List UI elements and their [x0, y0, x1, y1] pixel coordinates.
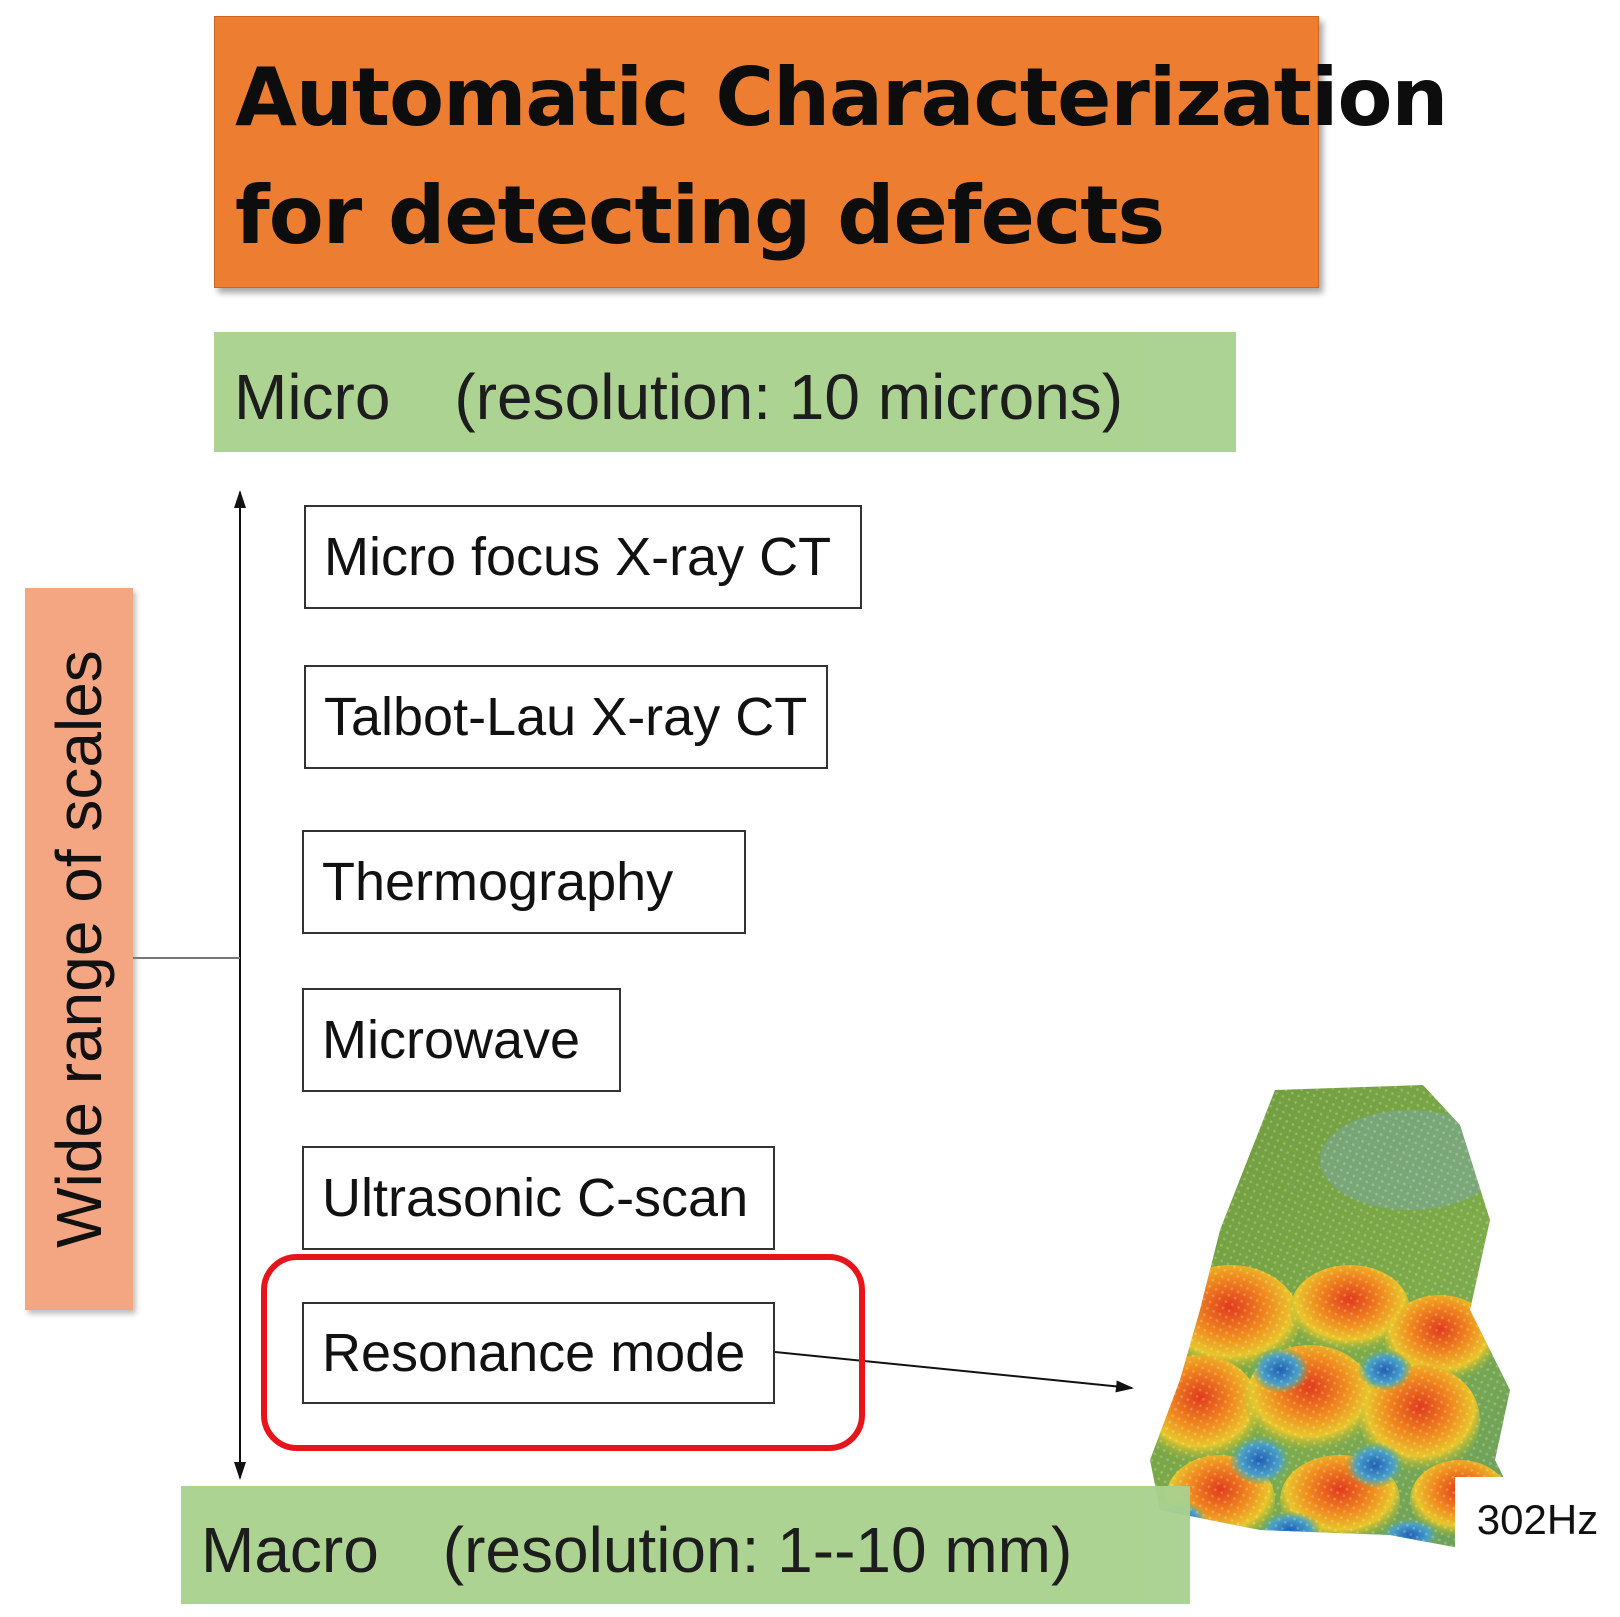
macro-band: Macro (resolution: 1--10 mm) [181, 1486, 1190, 1604]
micro-band: Micro (resolution: 10 microns) [214, 332, 1236, 452]
resonance-highlight-frame [261, 1254, 865, 1451]
title-line-1: Automatic Characterization [235, 51, 1448, 144]
title-box: Automatic Characterization for detecting… [214, 16, 1448, 288]
resonance-arrow [774, 1351, 1134, 1393]
method-ultrasonic-c-scan: Ultrasonic C-scan [302, 1146, 775, 1250]
method-micro-focus-xray-ct: Micro focus X-ray CT [304, 505, 862, 609]
method-microwave: Microwave [302, 988, 621, 1092]
scale-label-box [25, 588, 133, 1310]
title-line-2: for detecting defects [235, 169, 1165, 262]
method-thermography: Thermography [302, 830, 746, 934]
method-talbot-lau-xray-ct: Talbot-Lau X-ray CT [304, 665, 828, 769]
method-resonance-mode: Resonance mode [302, 1302, 775, 1404]
resonance-mode-surface-image [1150, 1085, 1530, 1550]
frequency-label: 302Hz [1455, 1477, 1620, 1563]
